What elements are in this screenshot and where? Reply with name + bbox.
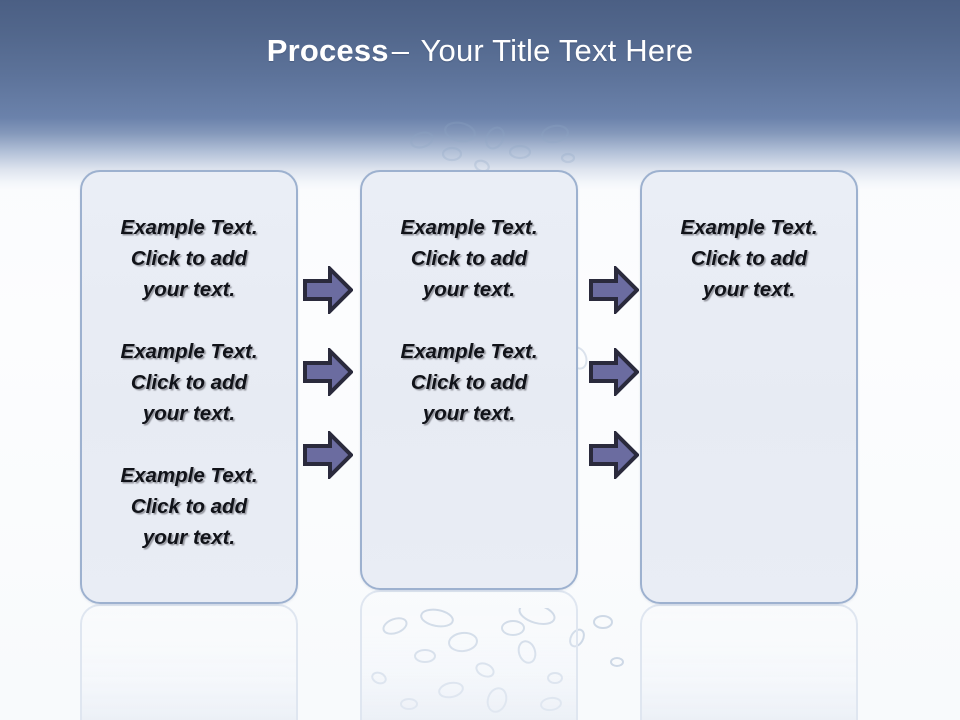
process-box-3-text-1[interactable]: Example Text. Click to add your text.	[680, 216, 818, 301]
flow-arrow-2-1[interactable]	[589, 266, 639, 314]
process-box-2-content: Example Text. Click to add your text. Ex…	[362, 172, 576, 429]
process-box-1-text-3[interactable]: Example Text. Click to add your text.	[120, 464, 258, 549]
process-box-2[interactable]: Example Text. Click to add your text. Ex…	[360, 170, 578, 590]
flow-arrow-2-2[interactable]	[589, 348, 639, 396]
title-band: Process– Your Title Text Here	[0, 0, 960, 126]
slide-background-header-gradient	[0, 0, 960, 190]
process-box-3-content: Example Text. Click to add your text.	[642, 172, 856, 305]
process-box-1-content: Example Text. Click to add your text. Ex…	[82, 172, 296, 553]
flow-arrow-2-3[interactable]	[589, 431, 639, 479]
process-box-1[interactable]: Example Text. Click to add your text. Ex…	[80, 170, 298, 604]
title-dash: –	[391, 33, 410, 68]
slide-title: Process– Your Title Text Here	[267, 33, 694, 69]
title-rest-part: Your Title Text Here	[420, 33, 694, 68]
process-box-3[interactable]: Example Text. Click to add your text.	[640, 170, 858, 604]
process-box-2-text-1[interactable]: Example Text. Click to add your text.	[400, 216, 538, 301]
process-box-2-text-2[interactable]: Example Text. Click to add your text.	[400, 340, 538, 425]
process-box-1-text-2[interactable]: Example Text. Click to add your text.	[120, 340, 258, 425]
flow-arrow-1-3[interactable]	[303, 431, 353, 479]
process-box-1-text-1[interactable]: Example Text. Click to add your text.	[120, 216, 258, 301]
flow-arrow-1-2[interactable]	[303, 348, 353, 396]
flow-arrow-1-1[interactable]	[303, 266, 353, 314]
title-bold-part: Process	[266, 33, 389, 68]
